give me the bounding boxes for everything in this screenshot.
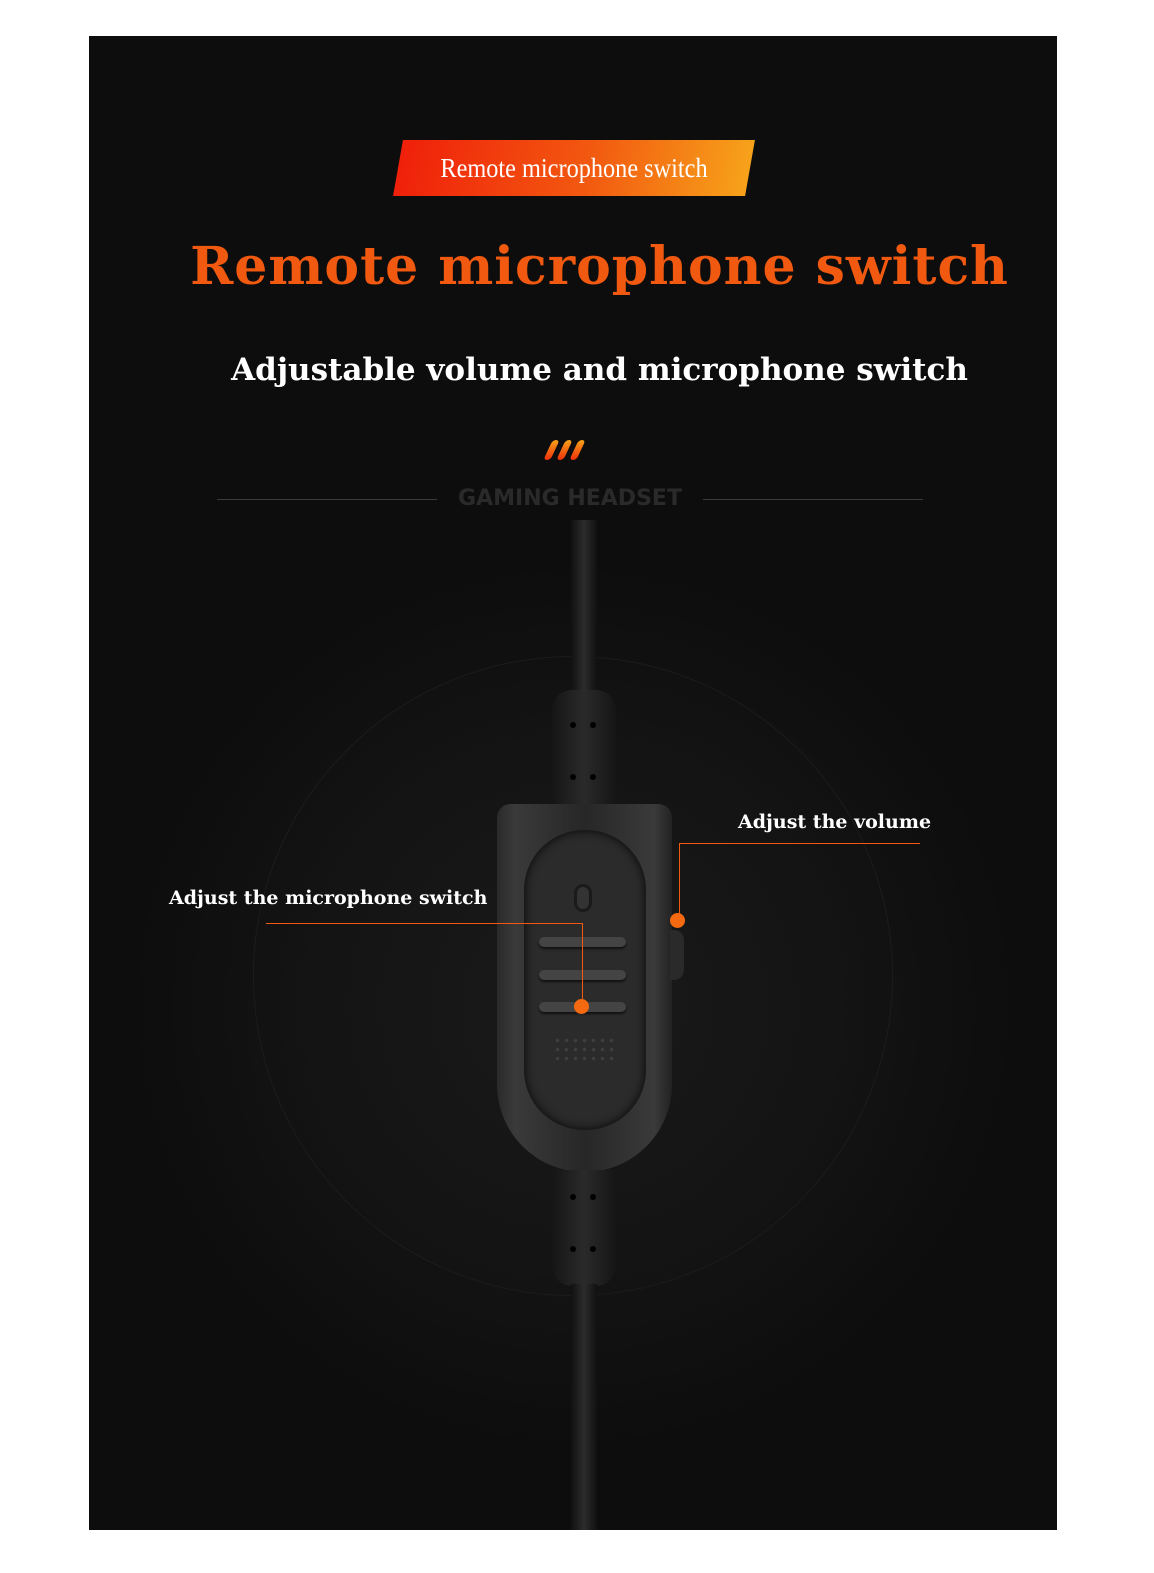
divider-left: [217, 499, 437, 500]
dot: [590, 1246, 596, 1252]
dot: [570, 774, 576, 780]
volume-wheel[interactable]: [670, 930, 684, 980]
stripes-icon: [543, 440, 586, 460]
divider-right: [703, 499, 923, 500]
cable-top: [571, 520, 597, 700]
dot: [570, 1194, 576, 1200]
callout-line: [679, 843, 920, 844]
callout-mic-switch: Adjust the microphone switch: [169, 887, 488, 909]
speaker-grille: [553, 1036, 617, 1066]
microphone-icon: [574, 884, 592, 912]
strain-relief-top: [552, 690, 616, 806]
page-title: Remote microphone switch: [190, 236, 1009, 297]
brand-watermark: GAMING HEADSET: [458, 486, 682, 511]
callout-dot: [670, 913, 685, 928]
strain-relief-bottom: [552, 1170, 616, 1286]
dot: [570, 1246, 576, 1252]
dot: [590, 774, 596, 780]
callout-line: [582, 923, 583, 1007]
callout-line: [679, 843, 680, 921]
mic-switch-slider[interactable]: [524, 830, 646, 1130]
subtitle: Adjustable volume and microphone switch: [231, 352, 968, 388]
dot: [570, 722, 576, 728]
cable-bottom: [571, 1284, 597, 1530]
callout-dot: [574, 999, 589, 1014]
callout-volume: Adjust the volume: [738, 811, 932, 833]
callout-line: [266, 923, 582, 924]
badge-label: Remote microphone switch: [440, 153, 708, 183]
dot: [590, 1194, 596, 1200]
dot: [590, 722, 596, 728]
